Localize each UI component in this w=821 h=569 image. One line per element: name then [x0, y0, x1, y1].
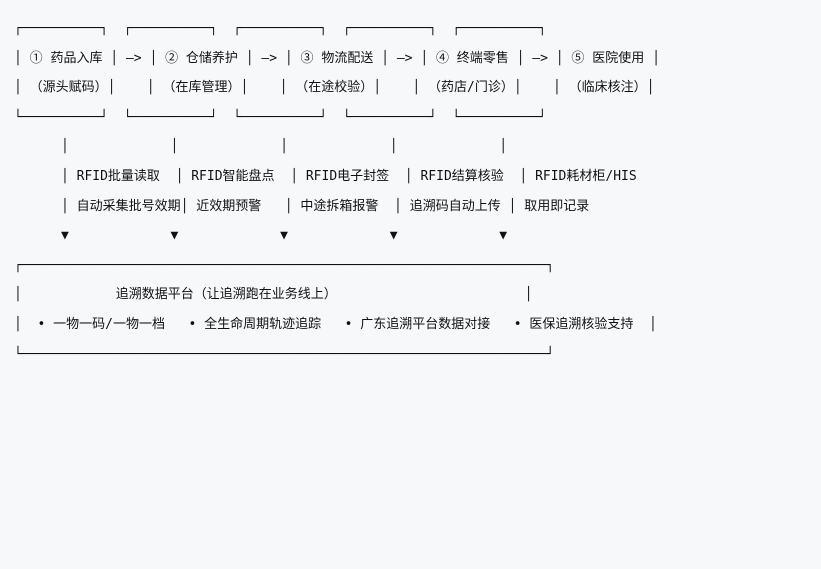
ascii-flow-diagram: ┌──────────┐ ┌──────────┐ ┌──────────┐ ┌…	[14, 21, 660, 362]
